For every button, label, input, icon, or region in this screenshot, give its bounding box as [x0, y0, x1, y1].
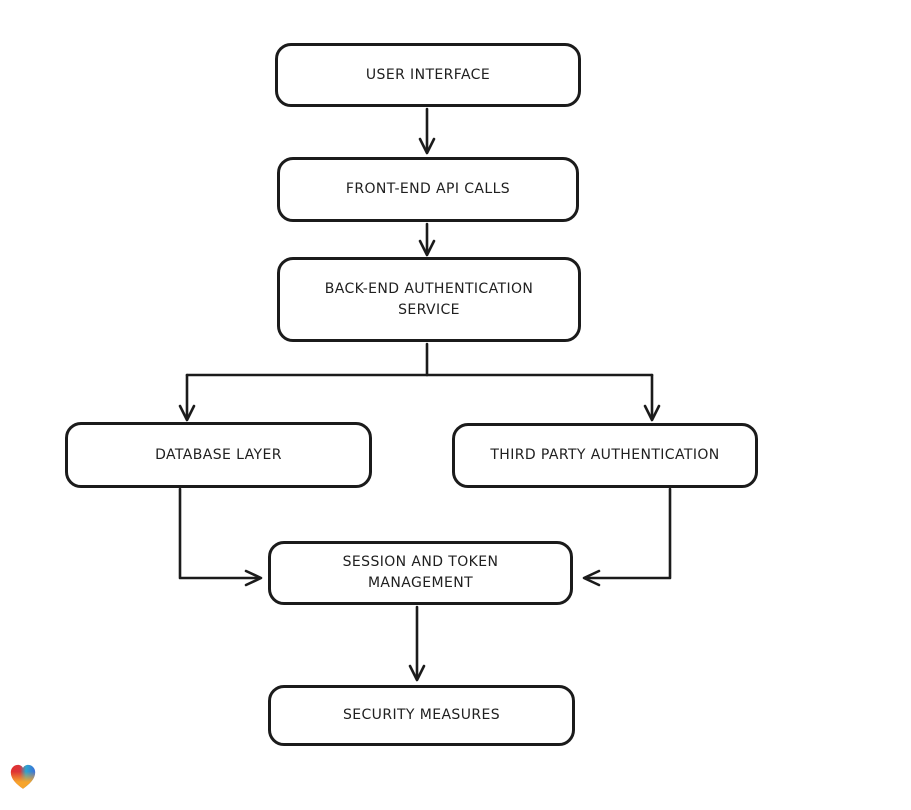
- edge-back-end-split: [178, 342, 661, 422]
- node-label-line-1: BACK-END AUTHENTICATION: [324, 280, 534, 297]
- node-label-line-2: MANAGEMENT: [367, 575, 474, 591]
- node-third-party-authentication: THIRD PARTY AUTHENTICATION: [452, 423, 758, 488]
- node-front-end-api-calls: FRONT-END API CALLS: [277, 157, 579, 222]
- node-back-end-authentication-service: BACK-END AUTHENTICATION SERVICE: [277, 257, 581, 342]
- edge-front-end-to-back-end: [418, 222, 436, 257]
- node-security-measures: SECURITY MEASURES: [268, 685, 575, 746]
- node-label: DATABASE LAYER: [155, 446, 282, 463]
- node-database-layer: DATABASE LAYER: [65, 422, 372, 488]
- heart-logo: [8, 762, 38, 792]
- node-label: SECURITY MEASURES: [342, 707, 501, 723]
- node-label-line-1: SESSION AND TOKEN: [342, 554, 499, 570]
- node-session-and-token-management: SESSION AND TOKEN MANAGEMENT: [268, 541, 573, 605]
- edge-user-interface-to-front-end: [418, 107, 436, 155]
- edge-third-party-to-session: [582, 487, 672, 587]
- node-label: USER INTERFACE: [365, 66, 491, 83]
- node-label-line-2: SERVICE: [398, 301, 460, 318]
- heart-icon: [10, 764, 36, 789]
- node-user-interface: USER INTERFACE: [275, 43, 581, 107]
- node-label: THIRD PARTY AUTHENTICATION: [490, 447, 720, 463]
- edge-database-to-session: [178, 487, 263, 587]
- edge-session-to-security: [408, 605, 426, 682]
- node-label: FRONT-END API CALLS: [345, 181, 511, 197]
